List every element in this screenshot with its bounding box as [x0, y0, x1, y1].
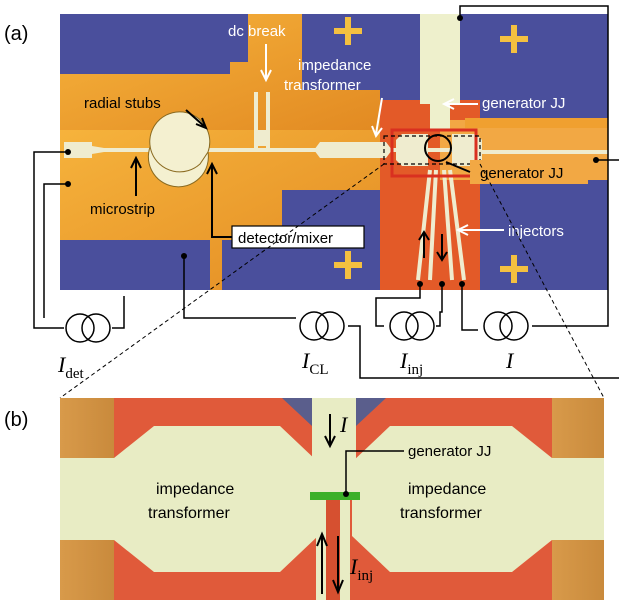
microstrip-line	[90, 148, 400, 152]
injector-right-b	[340, 500, 350, 600]
arrow-radial-stubs	[185, 109, 208, 130]
left-transformer-b	[60, 426, 318, 572]
dc-break-finger-2	[266, 92, 270, 148]
right-transformer-b	[352, 426, 604, 572]
zoom-line-left	[59, 163, 385, 399]
arrow-microstrip	[130, 155, 142, 196]
arrow-dc-break	[260, 44, 272, 83]
generator-junction-b	[310, 492, 360, 500]
label-right-transformer-1: impedance	[408, 481, 486, 498]
label-detector-mixer: detector/mixer	[238, 230, 333, 247]
current-source-bias	[483, 311, 529, 341]
label-right-transformer-2: transformer	[400, 505, 482, 522]
label-microstrip: microstrip	[90, 201, 155, 218]
dc-break-finger-1	[254, 92, 258, 148]
label-impedance-2: transformer	[284, 77, 361, 94]
gold-right-top	[465, 118, 608, 128]
gold-pad-bl	[60, 540, 114, 600]
arrow-inj-down-b	[332, 536, 344, 595]
injector-lines	[416, 169, 466, 281]
current-source-det	[65, 313, 111, 343]
circuit-wiring	[33, 5, 619, 379]
current-source-cl	[299, 311, 345, 341]
injector-arrow-down	[436, 234, 448, 262]
label-generator-jj-b: generator JJ	[408, 443, 491, 460]
label-box-generator	[470, 160, 588, 184]
radial-stub-lower	[149, 111, 211, 173]
label-injectors: injectors	[508, 223, 564, 240]
top-pad	[420, 14, 460, 104]
panel-b-tag: (b)	[4, 409, 28, 431]
label-i-det: Idet	[57, 352, 84, 382]
label-generator-jj-box: generator JJ	[480, 165, 563, 182]
label-current-b: I	[339, 412, 349, 437]
micrograph-b	[60, 398, 604, 600]
zoom-line-right	[479, 163, 605, 399]
arrow-injectors	[455, 224, 504, 236]
gold-pad-br	[552, 540, 604, 600]
label-i-inj: Iinj	[399, 348, 423, 378]
label-impedance-1: impedance	[298, 57, 371, 74]
gold-pad-tr	[552, 398, 604, 458]
label-radial-stubs: radial stubs	[84, 95, 161, 112]
label-i-cl: ICL	[301, 348, 329, 378]
top-lead-b	[312, 398, 356, 494]
label-i-bias: I	[505, 348, 515, 373]
label-left-transformer-2: transformer	[148, 505, 230, 522]
left-pad	[64, 142, 92, 158]
arrow-current-b	[324, 414, 336, 449]
junction-circle	[424, 134, 452, 162]
transformer-left-a	[314, 142, 392, 158]
current-source-inj	[389, 311, 435, 341]
label-left-transformer-1: impedance	[156, 481, 234, 498]
panel-a-labels: dc break radial stubs impedance transfor…	[84, 23, 588, 249]
blue-pad-top-left	[60, 14, 230, 74]
arrow-impedance	[371, 97, 383, 139]
alignment-marks	[334, 17, 528, 283]
arrow-generator-top	[441, 98, 478, 110]
micrograph-a	[60, 14, 608, 290]
label-generator-jj-top: generator JJ	[482, 95, 565, 112]
panel-b-labels: I generator JJ impedance transformer imp…	[148, 412, 491, 595]
red-frame	[390, 128, 478, 178]
arrow-detector	[206, 161, 232, 238]
label-dc-break: dc break	[228, 23, 286, 40]
zoom-box	[383, 135, 481, 165]
arrow-inj-up-b	[316, 531, 328, 594]
panel-a-tag: (a)	[4, 23, 28, 45]
blue-pad-bottom-left	[60, 240, 210, 290]
injector-arrow-up	[418, 230, 430, 258]
label-inj-b: Iinj	[349, 554, 373, 584]
gold-pad-tl	[60, 398, 114, 458]
